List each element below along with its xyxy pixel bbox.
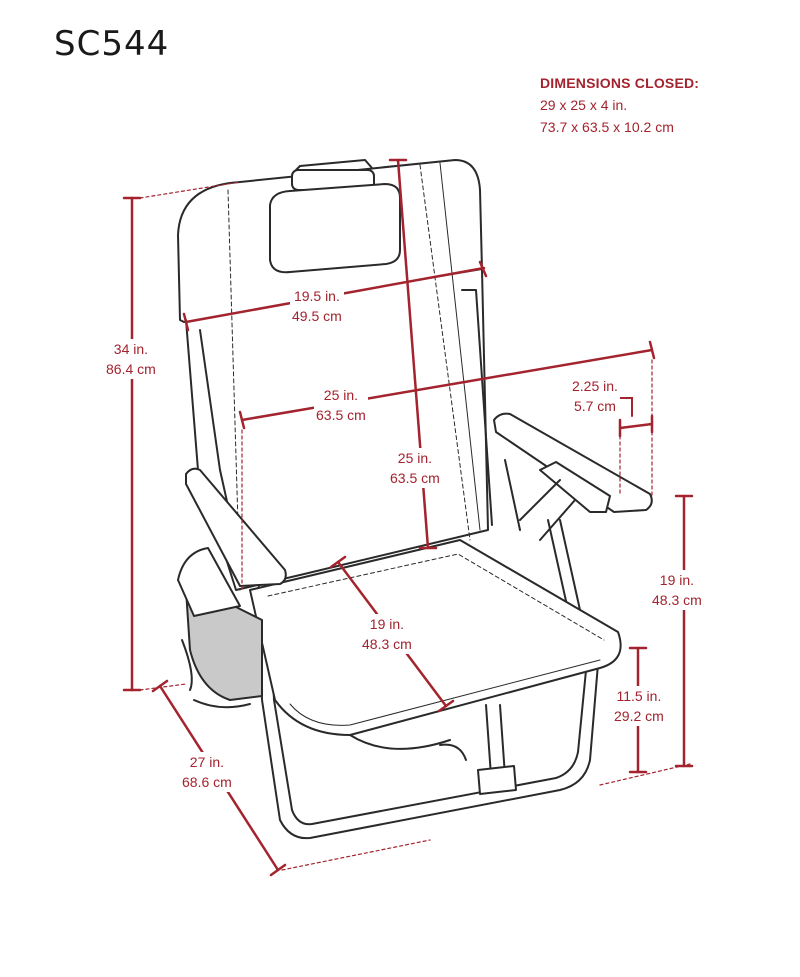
label-height-total: 34 in. 86.4 cm xyxy=(104,339,158,379)
dim-line-armrest-width xyxy=(618,422,654,430)
label-back-height-in: 25 in. xyxy=(397,450,433,466)
label-depth-in: 27 in. xyxy=(189,754,225,770)
right-arm-strut xyxy=(504,459,576,541)
chair-illustration xyxy=(177,159,653,840)
label-armrest-height-in: 19 in. xyxy=(659,572,695,588)
dimensions-closed-heading: DIMENSIONS CLOSED: xyxy=(540,75,700,91)
label-back-height-cm: 63.5 cm xyxy=(390,470,440,486)
dimensions-closed-imperial: 29 x 25 x 4 in. xyxy=(540,97,628,113)
left-armrest xyxy=(185,467,287,587)
backrest-seam-2 xyxy=(419,164,471,541)
dimensions-closed-metric: 73.7 x 63.5 x 10.2 cm xyxy=(540,119,674,135)
dimensions-closed: DIMENSIONS CLOSED: 29 x 25 x 4 in. 73.7 … xyxy=(540,72,699,138)
front-leg-inner xyxy=(547,519,569,611)
label-armrest-height-cm: 48.3 cm xyxy=(652,592,702,608)
under-seat-strap xyxy=(349,734,451,750)
label-depth-cm: 68.6 cm xyxy=(182,774,232,790)
backrest-seam-3 xyxy=(439,162,481,531)
label-seat-height-in: 11.5 in. xyxy=(616,688,662,704)
headrest-pillow xyxy=(269,183,401,274)
carry-handle xyxy=(293,159,373,173)
right-armrest-cup xyxy=(539,461,611,513)
label-depth: 27 in. 68.6 cm xyxy=(180,752,234,792)
label-height-total-cm: 86.4 cm xyxy=(106,361,156,377)
strap-loop xyxy=(439,743,467,761)
label-armrest-width-cm: 5.7 cm xyxy=(573,398,616,414)
label-overall-width-in: 25 in. xyxy=(323,387,359,403)
label-seat-depth-cm: 48.3 cm xyxy=(362,636,412,652)
seat-seam xyxy=(267,553,605,641)
seat-front-edge xyxy=(289,659,601,726)
dim-line-overall-width xyxy=(240,348,654,422)
label-seat-depth: 19 in. 48.3 cm xyxy=(360,614,414,654)
label-seat-height-cm: 29.2 cm xyxy=(614,708,664,724)
label-back-width-cm: 49.5 cm xyxy=(292,308,342,324)
label-armrest-width-in: 2.25 in. xyxy=(572,378,618,394)
label-back-height: 25 in. 63.5 cm xyxy=(388,448,442,488)
side-pocket xyxy=(185,589,263,701)
label-back-width-in: 19.5 in. xyxy=(293,288,340,304)
model-number: SC544 xyxy=(54,24,170,64)
label-back-width: 19.5 in. 49.5 cm xyxy=(290,286,344,326)
label-seat-depth-in: 19 in. xyxy=(369,616,405,632)
label-armrest-width: 2.25 in. 5.7 cm xyxy=(570,376,620,416)
label-armrest-height: 19 in. 48.3 cm xyxy=(650,570,704,610)
right-armrest xyxy=(493,412,653,513)
back-frame-rail-right xyxy=(461,289,493,526)
rear-leg-frame xyxy=(257,559,601,840)
strap-buckle xyxy=(477,765,517,795)
pocket-strap xyxy=(181,639,251,709)
rear-leg-frame-inner xyxy=(269,589,589,826)
label-overall-width: 25 in. 63.5 cm xyxy=(314,385,368,425)
side-pocket-flap xyxy=(177,547,241,617)
label-overall-width-cm: 63.5 cm xyxy=(316,407,366,423)
label-height-total-in: 34 in. xyxy=(113,341,149,357)
label-seat-height: 11.5 in. 29.2 cm xyxy=(612,686,666,726)
